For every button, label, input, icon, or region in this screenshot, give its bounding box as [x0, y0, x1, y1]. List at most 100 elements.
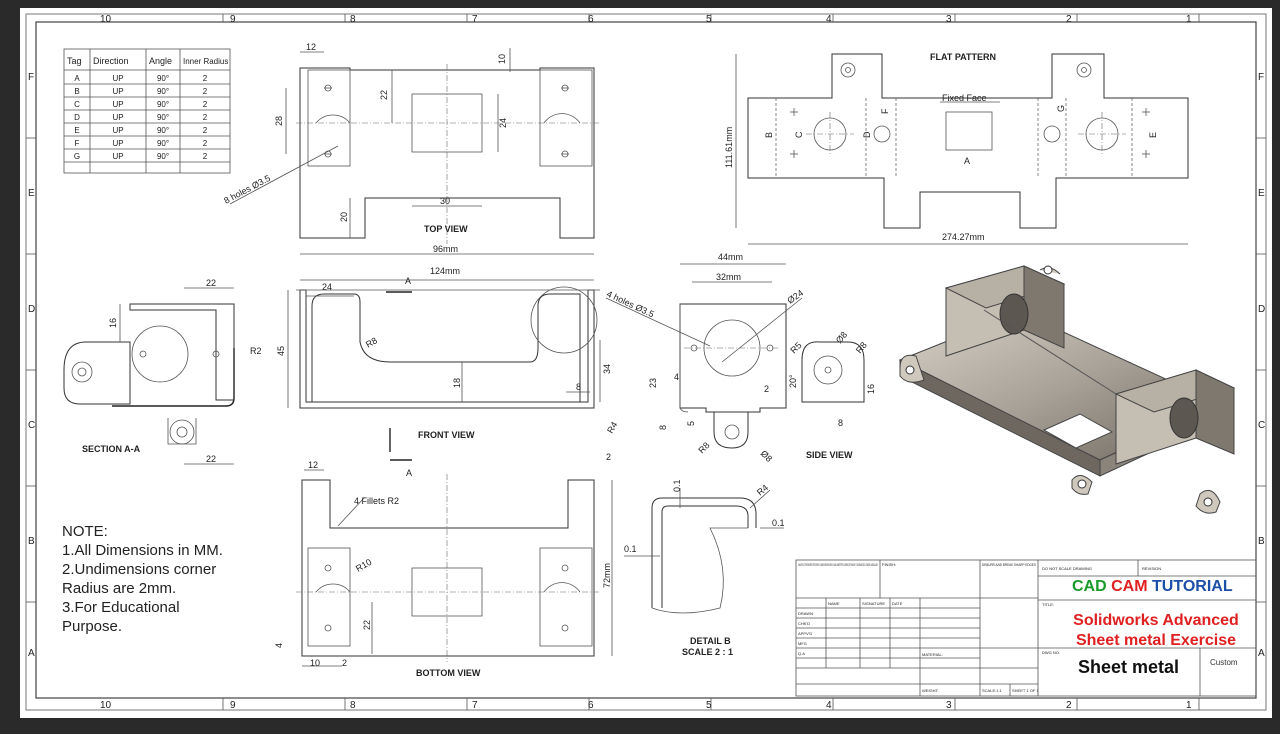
dim: 8 — [838, 418, 843, 428]
view-label: FLAT PATTERN — [930, 52, 996, 62]
tb-label: APPV'D — [798, 631, 812, 636]
tb-label: DATE — [892, 601, 903, 606]
table-cell: G — [74, 152, 80, 161]
tb-label: SIGNATURE — [862, 601, 885, 606]
detail-view: 0.1 0.1 0.1 R4 DETAIL B SCALE 2 : 1 — [624, 479, 785, 657]
zone-row: F — [28, 72, 34, 83]
zone-col: 5 — [706, 14, 712, 25]
dim: 8 holes Ø3.5 — [222, 173, 272, 206]
dim: R8 — [854, 340, 869, 355]
dim: 22 — [379, 90, 389, 100]
table-cell: 2 — [203, 74, 208, 83]
tb-label: REVISION — [1142, 566, 1161, 571]
zone-col: 5 — [706, 700, 712, 711]
side-view: 44mm 32mm 4 holes Ø3.5 Ø24 23 4 2 8 5 R8… — [605, 252, 876, 464]
dim: B — [764, 132, 774, 138]
bottom-view: 12 4 Fillets R2 R10 72mm 22 4 10 2 A BOT… — [274, 459, 613, 678]
zone-col: 4 — [826, 700, 832, 711]
table-cell: UP — [112, 113, 123, 122]
table-cell: 2 — [203, 87, 208, 96]
tb-label: SCALE:1:1 — [982, 688, 1003, 693]
tb-label: UNLESS OTHERWISE SPECIFIED: DIMENSIONS A… — [798, 562, 878, 567]
zone-row: A — [1258, 648, 1265, 659]
table-cell: 90° — [157, 126, 169, 135]
dim: 5 — [686, 421, 696, 426]
note-line: 2.Undimensions corner — [62, 561, 217, 578]
dim: 45 — [276, 346, 286, 356]
tb-label: MATERIAL: — [922, 652, 943, 657]
table-header: Tag — [67, 56, 82, 66]
dim: 16 — [866, 384, 876, 394]
dim: 22 — [206, 454, 216, 464]
table-cell: UP — [112, 87, 123, 96]
view-label: SIDE VIEW — [806, 450, 853, 460]
dim: 22 — [206, 278, 216, 288]
zone-labels: 10 9 8 7 6 5 4 3 2 1 10 9 8 7 6 5 4 3 2 … — [28, 14, 1265, 711]
zone-col: 7 — [472, 14, 478, 25]
zone-row: D — [28, 304, 35, 315]
view-label: DETAIL B — [690, 636, 731, 646]
dim: A — [405, 276, 411, 286]
dim: F — [880, 108, 890, 114]
zone-col: 10 — [100, 14, 112, 25]
zone-row: E — [28, 188, 35, 199]
table-cell: A — [74, 74, 80, 83]
dim: 8 — [576, 382, 581, 392]
dim: 4 Fillets R2 — [354, 496, 399, 506]
front-view: 124mm 24 45 R8 18 8 34 R4 2 A FRONT VIEW — [276, 266, 619, 462]
zone-row: B — [1258, 536, 1265, 547]
table-cell: F — [75, 139, 80, 148]
tb-label: DO NOT SCALE DRAWING — [1042, 566, 1092, 571]
tb-label: SHEET 1 OF 1 — [1012, 688, 1039, 693]
dim: E — [1148, 132, 1158, 138]
zone-col: 6 — [588, 14, 594, 25]
zone-col: 10 — [100, 700, 112, 711]
view-label: BOTTOM VIEW — [416, 668, 481, 678]
zone-row: A — [28, 648, 35, 659]
zone-col: 8 — [350, 700, 356, 711]
dim: 23 — [648, 378, 658, 388]
bend-table: Tag Direction Angle Inner Radius A UP 90… — [63, 48, 231, 174]
dim: 16 — [108, 318, 118, 328]
dim: 20 — [339, 212, 349, 222]
tb-label: MFG — [798, 641, 807, 646]
zone-col: 9 — [230, 14, 236, 25]
zone-row: D — [1258, 304, 1265, 315]
notes: NOTE: 1.All Dimensions in MM. 2.Undimens… — [62, 522, 282, 636]
dim: 111.61mm — [724, 127, 734, 168]
note-title: NOTE: — [62, 523, 108, 540]
zone-row: C — [1258, 420, 1265, 431]
dim: R8 — [364, 335, 379, 349]
tb-label: CHK'D — [798, 621, 810, 626]
dim: 18 — [452, 378, 462, 388]
note-line: Purpose. — [62, 618, 123, 635]
note-line: 1.All Dimensions in MM. — [62, 542, 223, 559]
dim: R8 — [696, 440, 711, 455]
tb-label: TITLE: — [1042, 602, 1054, 607]
table-cell: 90° — [157, 100, 169, 109]
table-cell: 90° — [157, 152, 169, 161]
dim: 8 — [658, 425, 668, 430]
view-label: TOP VIEW — [424, 224, 468, 234]
dim: 2 — [606, 452, 611, 462]
table-header: Direction — [93, 56, 129, 66]
dim: 0.1 — [672, 479, 682, 492]
table-cell: D — [74, 113, 80, 122]
zone-row: B — [28, 536, 35, 547]
dim: 34 — [602, 364, 612, 374]
dim: R4 — [605, 420, 619, 435]
dim: 28 — [274, 116, 284, 126]
zone-col: 1 — [1186, 700, 1192, 711]
outer-frame — [25, 13, 1267, 711]
title-line: Solidworks Advanced — [1073, 612, 1239, 629]
dim: R2 — [250, 346, 262, 356]
dim: R4 — [755, 482, 770, 497]
zone-col: 8 — [350, 14, 356, 25]
dim: 22 — [362, 620, 372, 630]
title-line: Sheet metal Exercise — [1075, 632, 1237, 649]
zone-col: 1 — [1186, 14, 1192, 25]
dim: R10 — [354, 557, 373, 574]
zone-col: 9 — [230, 700, 236, 711]
dim: Ø8 — [759, 448, 775, 464]
flat-pattern: 111.61mm 274.27mm A B C D E F G Fixed Fa… — [724, 52, 1189, 245]
